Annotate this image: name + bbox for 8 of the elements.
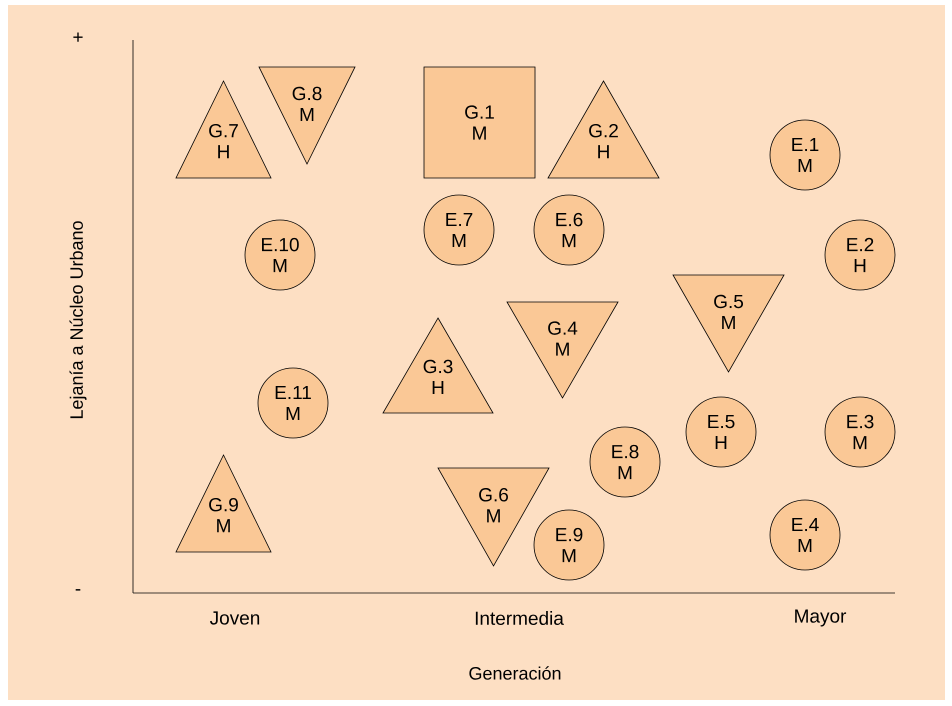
minus-sign: - [76, 589, 80, 591]
axis-tick-label: Mayor [795, 610, 846, 626]
square: G.1 M [424, 66, 536, 178]
axis-title: Lejanía a Núcleo Urbano [70, 221, 86, 418]
plus-sign: + [73, 32, 83, 42]
axis-tick-label: Joven [210, 611, 260, 625]
axis-title: Generación [469, 666, 560, 680]
axis-tick-label: Intermedia [476, 611, 564, 625]
